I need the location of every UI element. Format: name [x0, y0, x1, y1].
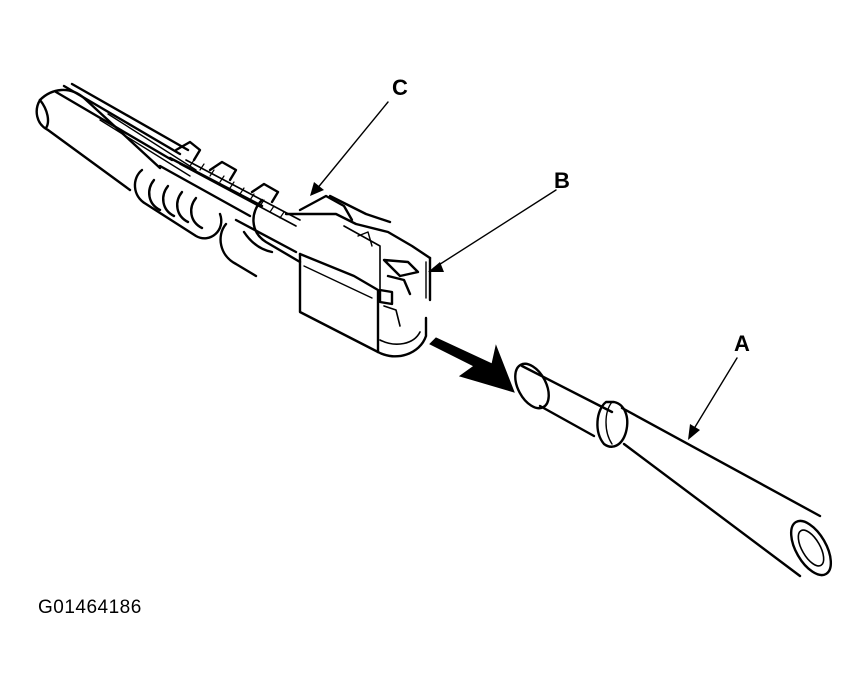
connector-body	[284, 194, 432, 358]
barrel	[219, 198, 302, 278]
crimp-ribs	[133, 140, 301, 240]
leader-b	[433, 189, 557, 269]
leader-a	[691, 357, 738, 433]
callout-leaders	[315, 101, 738, 433]
leader-c	[315, 101, 389, 191]
callout-label-a: A	[734, 331, 750, 356]
insertion-arrow	[429, 337, 515, 393]
terminal-pin	[514, 362, 833, 578]
callout-label-c: C	[392, 75, 408, 100]
cable-housing	[35, 82, 197, 192]
callout-label-b: B	[554, 168, 570, 193]
figure-id: G01464186	[38, 597, 142, 618]
arrowhead-a	[688, 424, 700, 440]
arrowhead-c	[310, 182, 324, 196]
arrowhead-b	[428, 262, 444, 272]
